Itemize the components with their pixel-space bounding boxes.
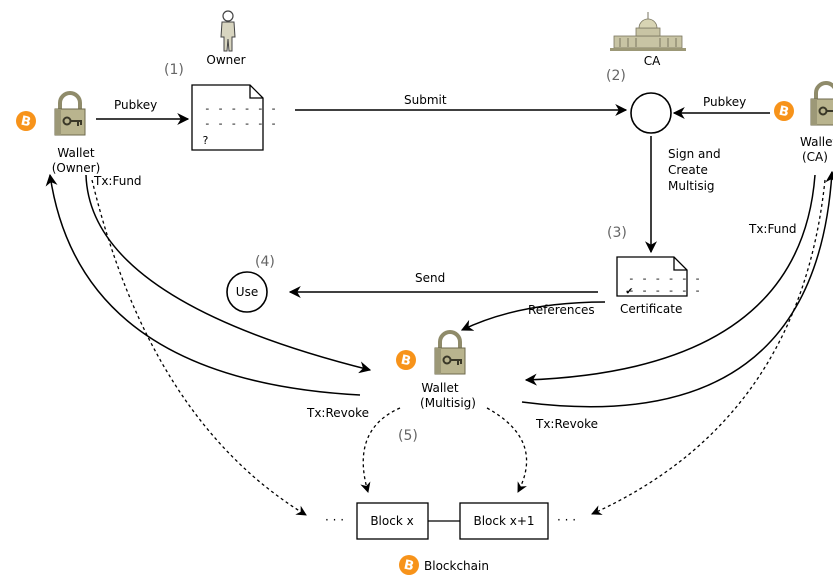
multisig-to-blockx-arrow xyxy=(360,407,401,493)
txrevoke-right-label: Tx:Revoke xyxy=(535,417,598,431)
wallet-owner-sublabel: (Owner) xyxy=(52,161,101,175)
pubkey-ca-label: Pubkey xyxy=(703,95,746,109)
submit-label: Submit xyxy=(404,93,447,107)
bitcoin-icon xyxy=(774,101,794,121)
txfund-owner-arrow xyxy=(85,174,372,374)
chain-dots-left: · · · xyxy=(325,513,344,527)
request-document: - - - - - - - - - - - - ? xyxy=(191,84,277,151)
txrevoke-owner-arrow xyxy=(45,173,361,396)
send-label: Send xyxy=(415,271,445,285)
bitcoin-icon xyxy=(396,350,416,370)
txfund-left-label: Tx:Fund xyxy=(93,174,142,188)
owner-label: Owner xyxy=(206,53,245,67)
multisig-to-blockx1-arrow xyxy=(486,407,528,493)
wallet-ca-sublabel: (CA) xyxy=(802,150,828,164)
certificate-line-2: - - - - - - xyxy=(628,284,701,297)
references-arrow xyxy=(460,301,606,331)
txfund-right-label: Tx:Fund xyxy=(748,222,797,236)
block-x1 xyxy=(459,502,549,540)
lock-key-icon xyxy=(809,81,833,127)
blockchain: Block x Block x+1 · · · · · · xyxy=(325,502,576,540)
bitcoin-icon xyxy=(16,111,36,131)
request-line-2: - - - - - - xyxy=(204,117,277,130)
request-mark: ? xyxy=(202,134,209,147)
building-icon xyxy=(610,12,686,51)
sign-label-1: Sign and xyxy=(668,147,721,161)
lock-key-icon xyxy=(53,91,87,137)
blockchain-label: Blockchain xyxy=(424,559,489,573)
lock-key-icon xyxy=(433,330,467,376)
request-line-1: - - - - - - xyxy=(204,102,277,115)
wallet-owner-label: Wallet xyxy=(57,146,95,160)
txrevoke-ca-arrow xyxy=(521,170,833,408)
bitcoin-icon xyxy=(399,555,419,575)
pubkey-owner-label: Pubkey xyxy=(114,98,157,112)
ca-to-chain-arrow xyxy=(591,179,826,515)
block-x xyxy=(356,502,429,540)
person-icon xyxy=(220,10,236,52)
step-3-label: (3) xyxy=(607,225,627,241)
ca-label: CA xyxy=(644,54,661,68)
references-label: References xyxy=(528,303,595,317)
sign-label-3: Multisig xyxy=(668,179,715,193)
block-x-label: Block x xyxy=(370,514,413,528)
step-4-label: (4) xyxy=(255,254,275,270)
certificate-mark: ✔ xyxy=(626,284,633,297)
step-2-label: (2) xyxy=(606,68,626,84)
txfund-ca-arrow xyxy=(524,174,816,386)
txrevoke-left-label: Tx:Revoke xyxy=(306,406,369,420)
step-1-label: (1) xyxy=(164,62,184,78)
chain-dots-right: · · · xyxy=(557,513,576,527)
step-5-label: (5) xyxy=(398,428,418,444)
certificate-line-1: - - - - - - xyxy=(628,272,701,285)
sign-label-2: Create xyxy=(668,163,708,177)
certificate-label: Certificate xyxy=(620,302,682,316)
block-x1-label: Block x+1 xyxy=(473,514,534,528)
wallet-multisig-sublabel: (Multisig) xyxy=(420,396,476,410)
wallet-ca-label: Wallet xyxy=(800,135,833,149)
use-label: Use xyxy=(236,285,258,299)
use-circle xyxy=(226,271,268,313)
wallet-multisig-label: Wallet xyxy=(421,381,459,395)
ca-sign-circle xyxy=(630,92,672,134)
certificate-document: - - - - - - - - - - - - ✔ xyxy=(616,256,701,297)
owner-to-chain-arrow xyxy=(91,179,307,516)
